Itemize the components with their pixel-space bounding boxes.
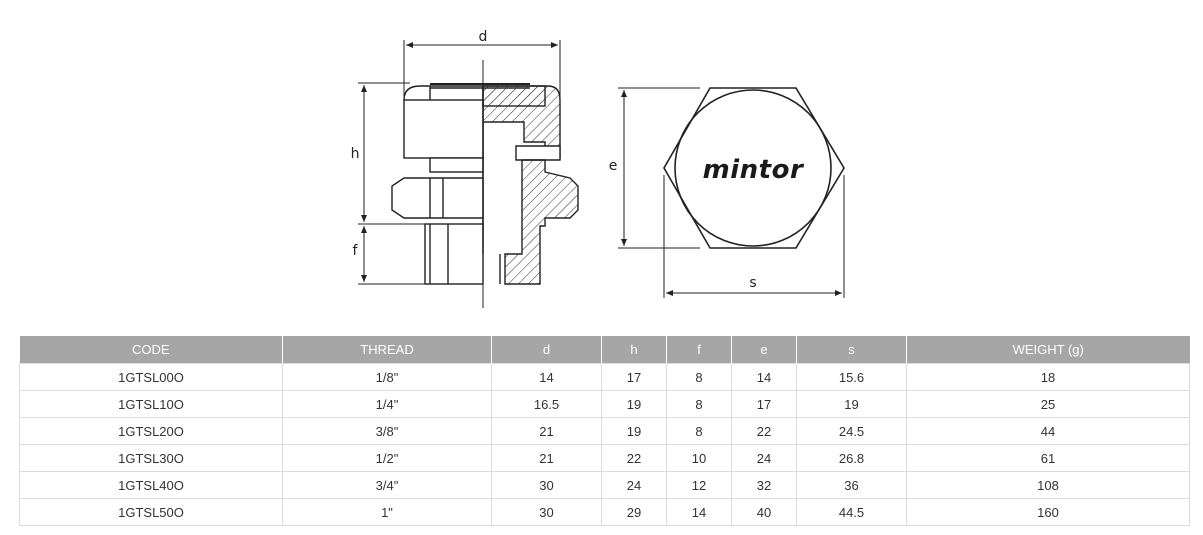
cell-s: 26.8 [796,444,907,472]
table-row: 1GTSL40O 3/4" 30 24 12 32 36 108 [19,471,1190,499]
technical-drawing: d h f mintor e [351,29,845,308]
side-view-drawing [391,83,579,285]
header-code: CODE [19,336,283,364]
cell-code: 1GTSL00O [19,363,283,391]
cell-s: 36 [796,471,907,499]
cell-weight: 61 [906,444,1190,472]
header-s: s [796,336,907,364]
cell-code: 1GTSL20O [19,417,283,445]
cell-d: 14 [491,363,602,391]
cell-h: 19 [601,417,667,445]
cell-s: 24.5 [796,417,907,445]
cell-s: 44.5 [796,498,907,526]
cell-thread: 3/8" [282,417,492,445]
cell-f: 8 [666,417,732,445]
cell-h: 17 [601,363,667,391]
cell-weight: 25 [906,390,1190,418]
dimension-s-label: s [749,275,756,291]
cell-h: 24 [601,471,667,499]
dimension-f-label: f [353,243,359,259]
cell-weight: 44 [906,417,1190,445]
cell-thread: 1" [282,498,492,526]
cell-e: 14 [731,363,797,391]
table-row: 1GTSL30O 1/2" 21 22 10 24 26.8 61 [19,444,1190,472]
cell-f: 8 [666,390,732,418]
cell-h: 19 [601,390,667,418]
cell-e: 17 [731,390,797,418]
specifications-table: CODE THREAD d h f e s WEIGHT (g) 1GTSL00… [19,336,1190,526]
cell-e: 32 [731,471,797,499]
table-row: 1GTSL10O 1/4" 16.5 19 8 17 19 25 [19,390,1190,418]
cell-weight: 18 [906,363,1190,391]
dimension-e-label: e [609,158,618,174]
cell-d: 30 [491,471,602,499]
cell-code: 1GTSL10O [19,390,283,418]
cell-weight: 160 [906,498,1190,526]
cell-f: 8 [666,363,732,391]
dimension-e [618,87,700,249]
dimension-s [663,175,845,298]
cell-d: 30 [491,498,602,526]
table-row: 1GTSL50O 1" 30 29 14 40 44.5 160 [19,498,1190,526]
header-thread: THREAD [282,336,492,364]
cell-d: 16.5 [491,390,602,418]
cell-s: 19 [796,390,907,418]
dimension-h [358,82,425,225]
cell-thread: 1/8" [282,363,492,391]
technical-drawing-svg: d h f mintor e [351,29,845,308]
cell-e: 22 [731,417,797,445]
cell-weight: 108 [906,471,1190,499]
dimension-h-label: h [351,146,360,162]
cell-e: 24 [731,444,797,472]
mintor-logo: mintor [703,155,805,185]
cell-e: 40 [731,498,797,526]
header-f: f [666,336,732,364]
dimension-d-label: d [479,29,488,45]
cell-code: 1GTSL40O [19,471,283,499]
cell-f: 12 [666,471,732,499]
dimension-d [403,40,561,96]
cell-h: 29 [601,498,667,526]
cell-thread: 3/4" [282,471,492,499]
header-h: h [601,336,667,364]
cell-f: 14 [666,498,732,526]
table-row: 1GTSL20O 3/8" 21 19 8 22 24.5 44 [19,417,1190,445]
table-header-row: CODE THREAD d h f e s WEIGHT (g) [19,336,1190,364]
header-e: e [731,336,797,364]
cell-code: 1GTSL50O [19,498,283,526]
header-d: d [491,336,602,364]
dimension-f [358,226,425,285]
cell-s: 15.6 [796,363,907,391]
cell-thread: 1/4" [282,390,492,418]
cell-thread: 1/2" [282,444,492,472]
cell-code: 1GTSL30O [19,444,283,472]
top-view-drawing [663,87,845,249]
cell-h: 22 [601,444,667,472]
cell-d: 21 [491,444,602,472]
cell-f: 10 [666,444,732,472]
header-weight: WEIGHT (g) [906,336,1190,364]
cell-d: 21 [491,417,602,445]
table-row: 1GTSL00O 1/8" 14 17 8 14 15.6 18 [19,363,1190,391]
